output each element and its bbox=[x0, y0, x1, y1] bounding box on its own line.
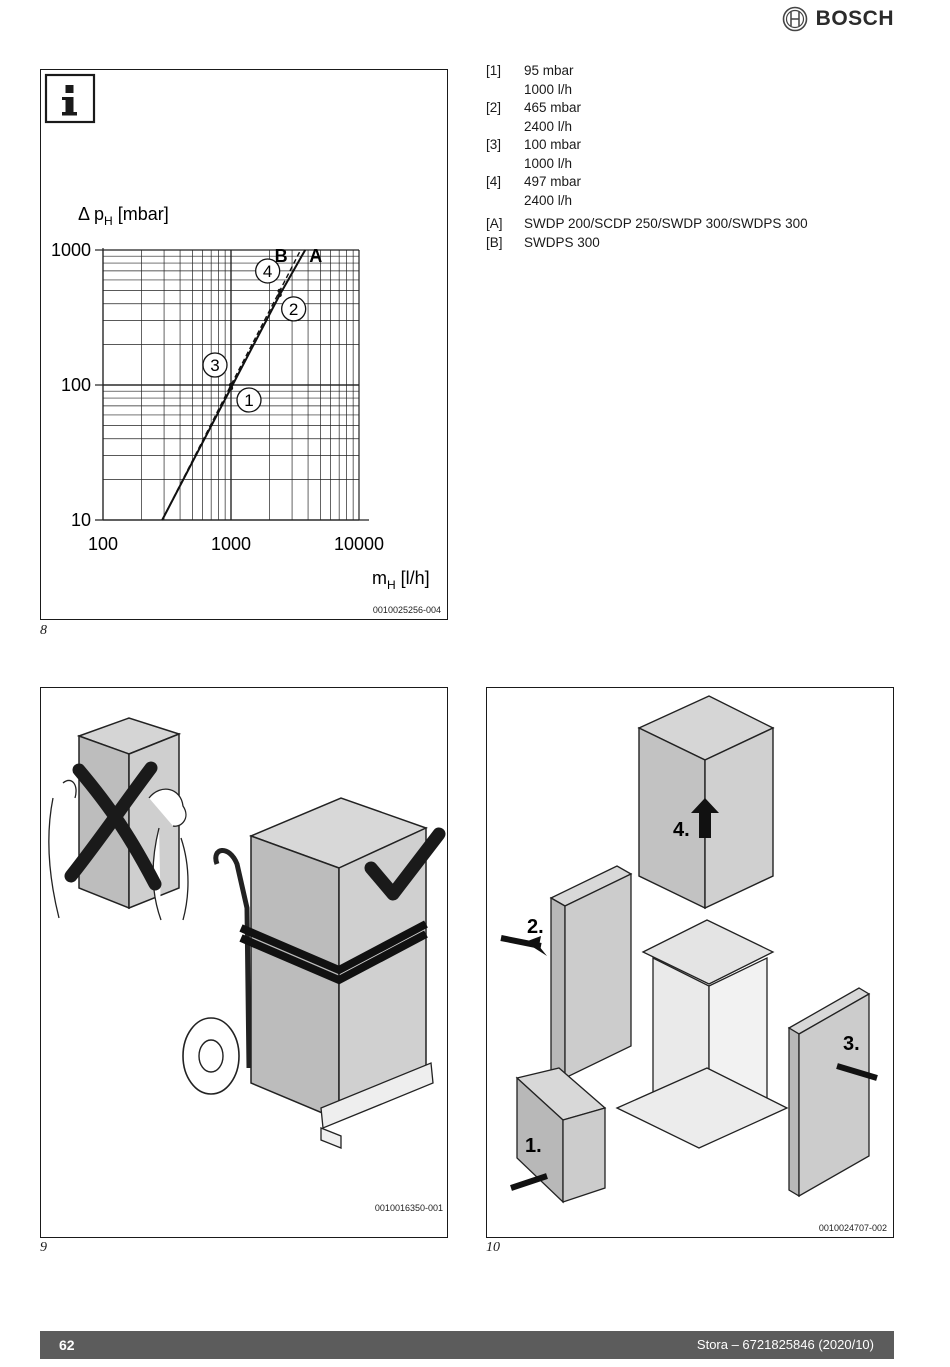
side-panel-2 bbox=[549, 865, 633, 1080]
legend-value: 1000 l/h bbox=[524, 81, 573, 97]
chart-tick-labels: 100 1000 10000 1000 100 10 bbox=[51, 240, 384, 554]
figure-9-code: 0010016350-001 bbox=[374, 1203, 443, 1213]
figure-9-number: 9 bbox=[40, 1240, 47, 1255]
arrow-left-1 bbox=[510, 1173, 548, 1191]
page-footer: 62 Stora – 6721825846 (2020/10) bbox=[40, 1331, 894, 1359]
figure-8-code: 0010025256-004 bbox=[372, 605, 441, 615]
callout-label: 4 bbox=[263, 262, 272, 281]
legend-value: 2400 l/h bbox=[524, 118, 573, 134]
callout-label: 1 bbox=[244, 391, 253, 410]
legend-item: [4] 497 mbar 2400 l/h bbox=[486, 173, 808, 210]
chart-callouts: 1 2 3 4 bbox=[202, 258, 307, 413]
x-tick-label: 100 bbox=[88, 534, 118, 554]
legend-value: 497 mbar bbox=[524, 174, 582, 189]
page-number: 62 bbox=[59, 1337, 75, 1353]
legend-value: SWDPS 300 bbox=[524, 234, 600, 250]
step-label-4: 4. bbox=[673, 819, 690, 841]
legend-value: 465 mbar bbox=[524, 100, 582, 115]
y-axis-label: Δ pH[mbar] bbox=[78, 204, 169, 228]
chart-series bbox=[161, 249, 307, 521]
callout-circle bbox=[236, 387, 262, 413]
figure-9-frame: 0010016350-001 bbox=[40, 687, 448, 1238]
legend-value: 2400 l/h bbox=[524, 192, 573, 208]
figure-10-number: 10 bbox=[486, 1240, 500, 1255]
callout-circle bbox=[255, 258, 281, 284]
side-panel-3 bbox=[787, 987, 871, 1198]
figure-8-legend: [1] 95 mbar 1000 l/h [2] 465 mbar 2400 l/h [3]… bbox=[486, 62, 808, 252]
data-point bbox=[228, 382, 234, 388]
step-label-2: 2. bbox=[527, 916, 544, 938]
y-tick-label: 100 bbox=[61, 375, 91, 395]
document-reference: Stora – 6721825846 (2020/10) bbox=[696, 1337, 874, 1352]
brand-name: BOSCH bbox=[815, 7, 894, 30]
front-panel-1 bbox=[515, 1067, 607, 1204]
legend-key: [A] bbox=[486, 216, 503, 231]
correct-transport-illustration bbox=[182, 797, 434, 1149]
callout-circle bbox=[281, 296, 307, 322]
legend-value: SWDP 200/SCDP 250/SWDP 300/SWDPS 300 bbox=[524, 216, 808, 231]
callout-circle bbox=[202, 352, 228, 378]
figure-10-code: 0010024707-002 bbox=[818, 1223, 887, 1233]
brand-header: BOSCH bbox=[782, 6, 894, 32]
legend-item: [1] 95 mbar 1000 l/h bbox=[486, 62, 808, 99]
legend-item: [2] 465 mbar 2400 l/h bbox=[486, 99, 808, 136]
figure-10-frame: 4. 2. 3. 1. 0010024707-002 bbox=[486, 687, 894, 1238]
legend-key: [1] bbox=[486, 63, 502, 78]
figure-8-number: 8 bbox=[40, 623, 47, 638]
top-cover bbox=[637, 695, 775, 910]
legend-item: [A] SWDP 200/SCDP 250/SWDP 300/SWDPS 300 bbox=[486, 215, 808, 234]
curve-label-a: A bbox=[309, 246, 322, 266]
data-point bbox=[277, 292, 282, 298]
arrow-up-4 bbox=[691, 798, 719, 838]
legend-item: [B] SWDPS 300 bbox=[486, 234, 808, 253]
legend-item: [3] 100 mbar 1000 l/h bbox=[486, 136, 808, 173]
figure-10-illustration: 4. 2. 3. 1. bbox=[500, 695, 878, 1204]
bosch-armature-logo-icon bbox=[782, 6, 807, 32]
x-tick-label: 1000 bbox=[211, 534, 251, 554]
data-point bbox=[277, 288, 282, 294]
legend-value: 1000 l/h bbox=[524, 155, 573, 171]
y-tick-label: 10 bbox=[71, 510, 91, 530]
step-label-3: 3. bbox=[843, 1033, 860, 1055]
legend-value: 95 mbar bbox=[524, 63, 574, 78]
figure-9-illustration bbox=[48, 717, 446, 1149]
legend-key: [3] bbox=[486, 137, 502, 152]
legend-key: [4] bbox=[486, 174, 502, 189]
curve-label-b: B bbox=[275, 246, 288, 266]
x-axis-label: mH[l/h] bbox=[372, 568, 430, 592]
x-tick-label: 10000 bbox=[334, 534, 384, 554]
series-line-b bbox=[161, 249, 302, 521]
legend-value: 100 mbar bbox=[524, 137, 582, 152]
data-point bbox=[228, 385, 234, 391]
legend-key: [B] bbox=[486, 234, 503, 250]
correct-check-icon bbox=[364, 827, 446, 901]
wrong-carry-cross-icon bbox=[64, 761, 162, 891]
callout-label: 3 bbox=[210, 356, 219, 375]
y-tick-label: 1000 bbox=[51, 240, 91, 260]
legend-key: [2] bbox=[486, 100, 502, 115]
arrow-right-3 bbox=[836, 1063, 878, 1081]
callout-label: 2 bbox=[289, 300, 298, 319]
info-icon bbox=[44, 73, 96, 124]
step-label-1: 1. bbox=[525, 1135, 542, 1157]
unit-on-pallet bbox=[615, 919, 789, 1149]
